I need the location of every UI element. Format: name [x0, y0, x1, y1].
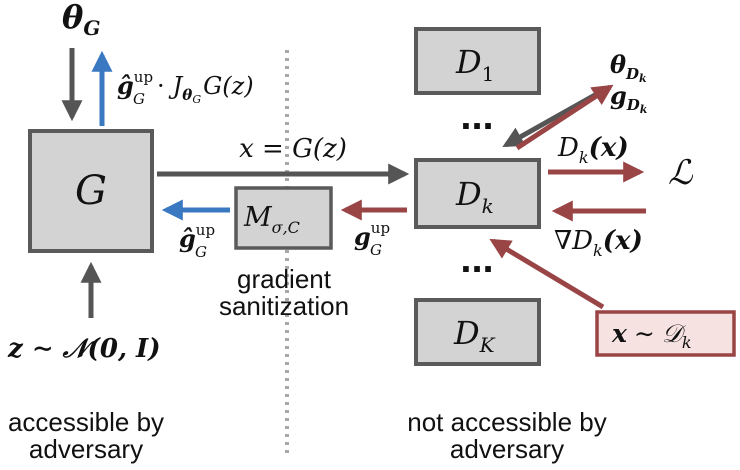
- disc-params-g-label: gDk: [610, 81, 648, 116]
- discriminator-1-box: [414, 27, 541, 95]
- sanitizer-label: Mσ,C: [243, 202, 300, 237]
- discriminator-K-label: DK: [453, 314, 496, 357]
- generator-label: G: [75, 168, 107, 214]
- sanitization-caption-line1: gradient: [237, 264, 332, 294]
- loss-label: ℒ: [668, 153, 694, 193]
- disc-input-grad-label: ∇Dk(x): [554, 226, 643, 260]
- sanitizer-box: [234, 186, 333, 250]
- fake-sample-label: x = G(z): [239, 134, 347, 164]
- not-accessible-caption-line2: adversary: [450, 434, 564, 464]
- generator-box: [28, 129, 154, 253]
- disc-params-out-arrow: [515, 84, 614, 151]
- sanitization-caption-line2: sanitization: [219, 291, 349, 321]
- discriminator-ellipsis-bottom: ...: [460, 237, 493, 281]
- disc-output-label: Dk(x): [557, 133, 629, 167]
- discriminator-ellipsis-top: ...: [460, 94, 493, 138]
- accessible-caption-line1: accessible by: [8, 407, 164, 437]
- not-accessible-caption-line1: not accessible by: [407, 407, 606, 437]
- disc-params-theta-label: θDk: [610, 50, 647, 85]
- discriminator-K-box: [414, 298, 541, 366]
- discriminator-k-label: Dk: [455, 175, 494, 218]
- accessible-caption-line2: adversary: [29, 434, 143, 464]
- theta-g-label: θG: [62, 0, 100, 40]
- noise-label: z ∼ 𝒩(0, I): [7, 334, 161, 364]
- real-data-label: x∼𝒟k: [611, 319, 692, 352]
- real-data-arrow: [489, 238, 605, 310]
- discriminator-1-label: D1: [455, 43, 494, 86]
- discriminator-k-box: [414, 158, 541, 229]
- real-data-box: [595, 310, 736, 357]
